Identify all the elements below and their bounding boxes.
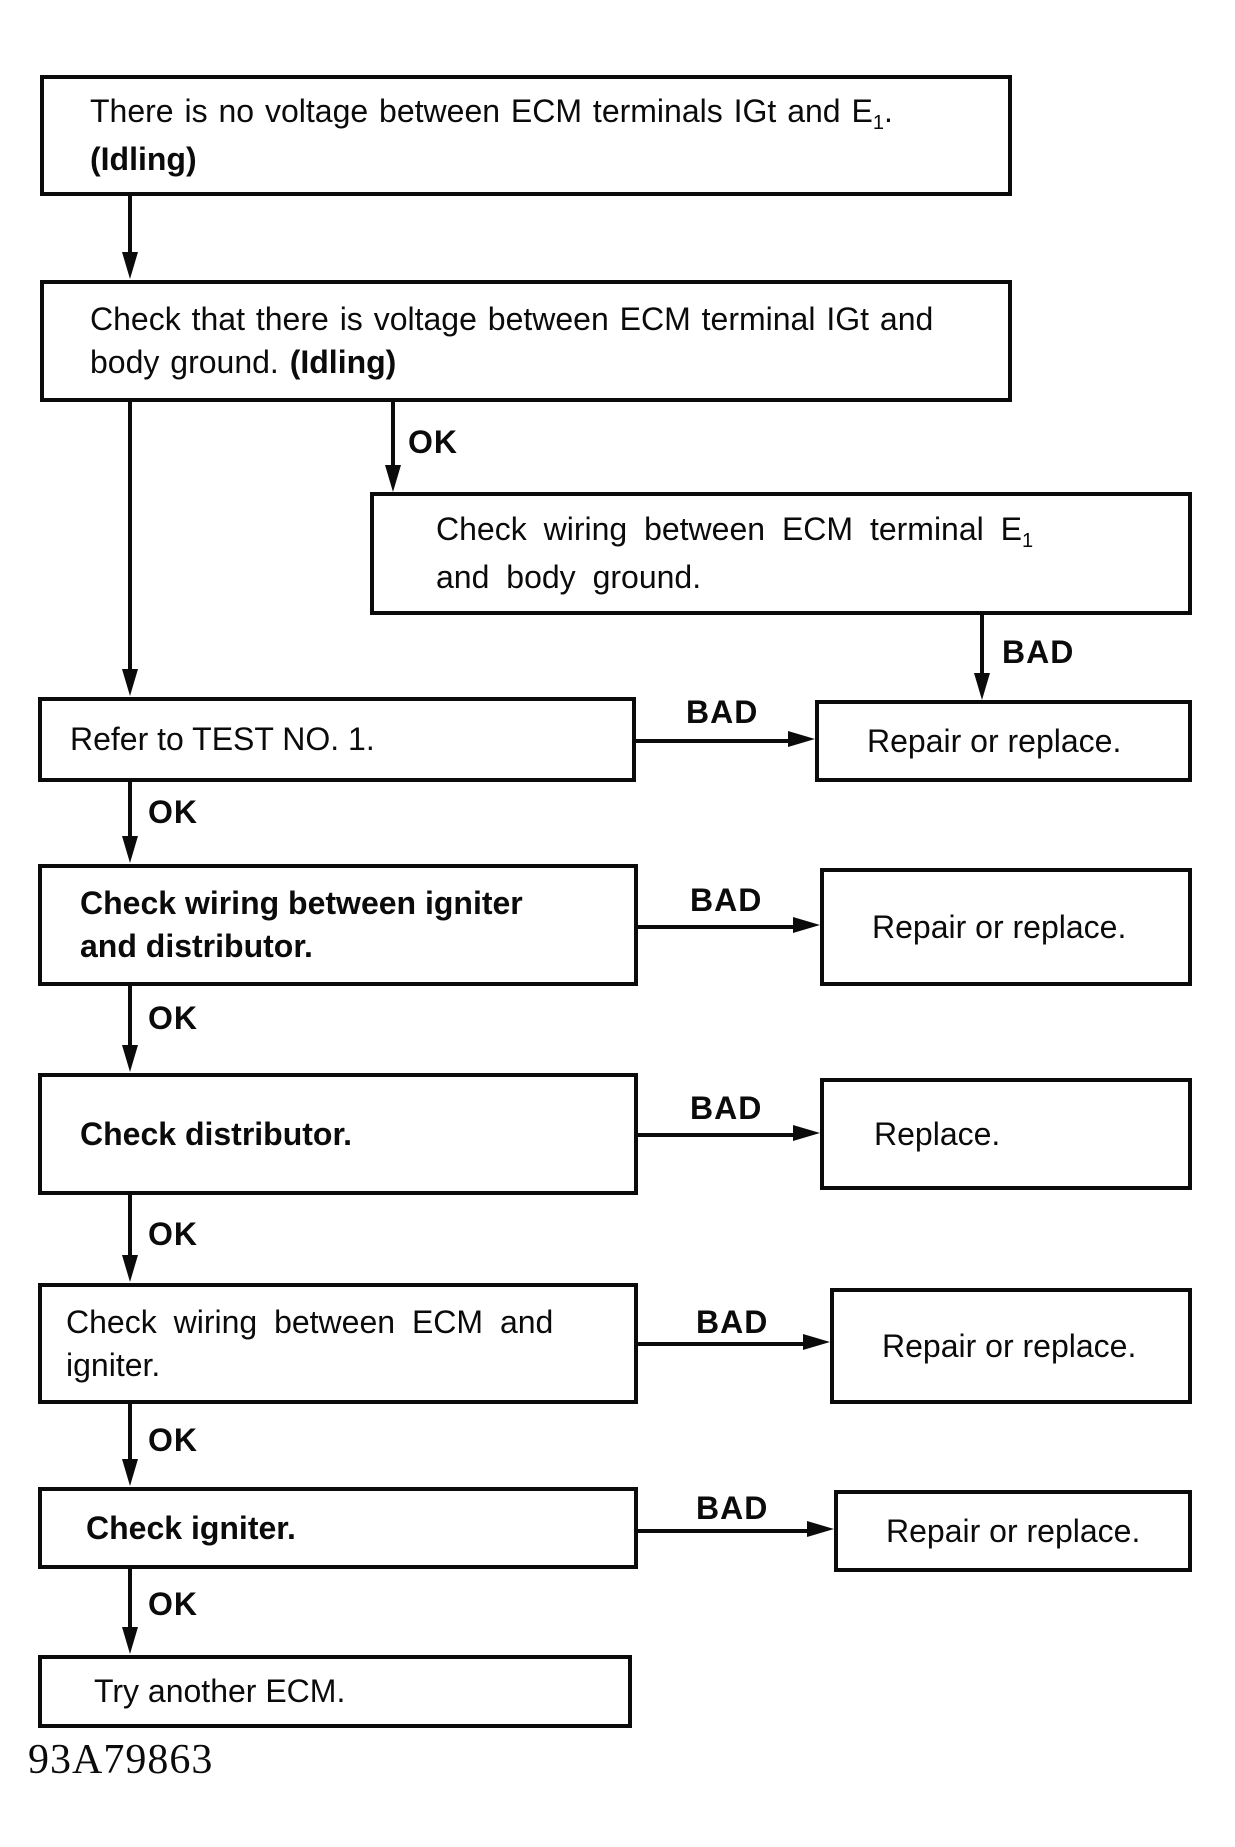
flow-line-ok-to-checkwiring-e1 (391, 402, 395, 466)
arrow-right-icon (793, 1125, 820, 1141)
node-repair-or-replace-text: Repair or replace. (886, 1512, 1141, 1549)
node-check-voltage-idling: (Idling) (289, 344, 397, 380)
node-check-distributor-text: Check distributor. (80, 1115, 353, 1152)
ok-label: OK (148, 1000, 198, 1036)
flow-line-bad-to-repair (638, 925, 796, 929)
node-repair-or-replace-text: Repair or replace. (867, 722, 1122, 759)
node-no-voltage-idling: (Idling) (90, 141, 197, 177)
node-try-another-ecm-text: Try another ECM. (94, 1673, 346, 1709)
arrow-down-icon (122, 252, 138, 279)
node-replace-text: Replace. (874, 1115, 1001, 1152)
flow-line-ok-to-try-another-ecm (128, 1569, 132, 1629)
node-check-wiring-igniter-distributor: Check wiring between igniter and distrib… (38, 864, 638, 986)
ok-label: OK (148, 794, 198, 830)
arrow-right-icon (793, 917, 820, 933)
flow-line-bad-to-repair (980, 615, 984, 675)
node-no-voltage-text: There is no voltage between ECM terminal… (90, 93, 873, 129)
flow-line-ok-to-check-igniter (128, 1404, 132, 1461)
node-check-wiring-e1-text: Check wiring between ECM terminal E (436, 511, 1022, 547)
arrow-down-icon (122, 669, 138, 696)
ok-label: OK (148, 1216, 198, 1252)
node-check-distributor: Check distributor. (38, 1073, 638, 1195)
flow-line-bad-refer-to-repair (636, 739, 792, 743)
bad-label: BAD (696, 1490, 769, 1526)
node-check-voltage-text: body ground. (90, 344, 290, 380)
arrow-right-icon (807, 1521, 834, 1537)
node-check-wiring-ecm-line1: Check wiring between ECM and (66, 1303, 554, 1340)
flow-line-start-to-checkvoltage (128, 196, 132, 254)
node-check-wiring-e1-line1: Check wiring between ECM terminal E1 (436, 508, 1188, 556)
arrow-down-icon (974, 673, 990, 700)
flow-line-bad-to-repair (638, 1529, 810, 1533)
node-check-wiring-igniter-line2: and distributor. (80, 928, 313, 964)
bad-label: BAD (696, 1304, 769, 1340)
node-check-voltage-line1: Check that there is voltage between ECM … (90, 301, 934, 337)
arrow-right-icon (788, 731, 815, 747)
node-no-voltage-period: . (883, 93, 893, 129)
node-repair-or-replace-3: Repair or replace. (830, 1288, 1192, 1404)
node-check-wiring-ecm-igniter: Check wiring between ECM and igniter. (38, 1283, 638, 1404)
node-replace: Replace. (820, 1078, 1192, 1190)
arrow-right-icon (803, 1334, 830, 1350)
subscript-1: 1 (872, 112, 884, 134)
node-repair-or-replace-4: Repair or replace. (834, 1490, 1192, 1572)
node-check-igniter-text: Check igniter. (86, 1509, 296, 1546)
bad-label: BAD (690, 1090, 763, 1126)
node-repair-or-replace-text: Repair or replace. (872, 908, 1127, 945)
node-check-igniter: Check igniter. (38, 1487, 638, 1569)
ok-label: OK (408, 424, 458, 460)
node-no-voltage-line1: There is no voltage between ECM terminal… (90, 90, 1008, 138)
node-check-wiring-igniter-line1: Check wiring between igniter (80, 885, 523, 921)
node-no-voltage: There is no voltage between ECM terminal… (40, 75, 1012, 196)
node-check-wiring-e1-line2: and body ground. (436, 559, 702, 595)
node-repair-or-replace-1: Repair or replace. (815, 700, 1192, 782)
figure-id: 93A79863 (28, 1737, 214, 1783)
arrow-down-icon (122, 1045, 138, 1072)
flow-line-bad-to-repair (638, 1342, 806, 1346)
node-repair-or-replace-text: Repair or replace. (882, 1327, 1137, 1364)
flow-line-bad-to-replace (638, 1133, 796, 1137)
flow-line-to-refer-test (128, 402, 132, 670)
node-refer-test-no1-text: Refer to TEST NO. 1. (70, 721, 375, 757)
bad-label: BAD (686, 694, 759, 730)
ok-label: OK (148, 1422, 198, 1458)
node-refer-test-no1: Refer to TEST NO. 1. (38, 697, 636, 782)
bad-label: BAD (1002, 634, 1075, 670)
node-check-wiring-e1-ground: Check wiring between ECM terminal E1 and… (370, 492, 1192, 615)
arrow-down-icon (122, 1627, 138, 1654)
arrow-down-icon (122, 1255, 138, 1282)
arrow-down-icon (122, 836, 138, 863)
node-check-voltage-ground: Check that there is voltage between ECM … (40, 280, 1012, 402)
flow-line-ok-to-check-wiring-ecm-igniter (128, 1195, 132, 1256)
bad-label: BAD (690, 882, 763, 918)
node-check-voltage-line2: body ground. (Idling) (90, 341, 1008, 384)
arrow-down-icon (122, 1459, 138, 1486)
node-try-another-ecm: Try another ECM. (38, 1655, 632, 1728)
flow-line-ok-to-check-distributor (128, 986, 132, 1047)
node-check-wiring-ecm-line2: igniter. (66, 1346, 161, 1383)
arrow-down-icon (385, 465, 401, 492)
flow-line-ok-to-check-igniter-distributor (128, 782, 132, 837)
ok-label: OK (148, 1586, 198, 1622)
node-repair-or-replace-2: Repair or replace. (820, 868, 1192, 986)
subscript-1: 1 (1021, 530, 1034, 552)
